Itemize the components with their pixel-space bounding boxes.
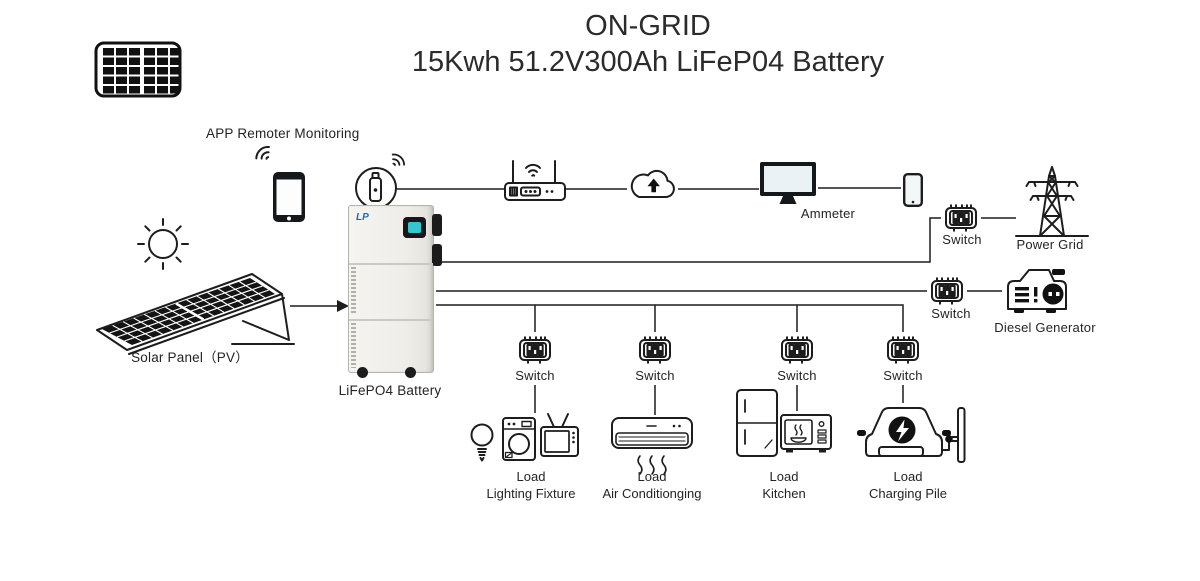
battery-label: LiFePO4 Battery [338, 383, 442, 398]
refrigerator-icon [736, 389, 778, 457]
switch-icon [781, 336, 813, 364]
switch-icon [639, 336, 671, 364]
load4-labels: Load Charging Pile [838, 468, 978, 502]
load3-labels: Load Kitchen [714, 468, 854, 502]
battery-module-seam [349, 263, 433, 265]
battery-vent [351, 267, 356, 315]
ammeter-label: Ammeter [800, 206, 856, 221]
battery-logo: LP [356, 212, 369, 223]
load4-name-label: Charging Pile [868, 486, 948, 501]
battery-wheel [357, 367, 368, 378]
diesel-generator-label: Diesel Generator [994, 320, 1096, 335]
load2-load-label: Load [637, 469, 667, 484]
washing-machine-icon [502, 417, 536, 461]
air-conditioner-icon [611, 417, 693, 475]
load3-name-label: Kitchen [762, 486, 806, 501]
load3-load-label: Load [769, 469, 799, 484]
switch-icon [519, 336, 551, 364]
load1-load-label: Load [516, 469, 546, 484]
load3-switch-label: Switch [777, 368, 817, 383]
battery-screen [403, 217, 426, 238]
load2-name-label: Air Conditionging [602, 486, 702, 501]
wire-load-drops [534, 385, 904, 415]
battery-tower: LP [348, 205, 442, 378]
tv-icon [540, 413, 579, 457]
switch-icon [887, 336, 919, 364]
battery-connector [432, 244, 442, 266]
load1-switch-label: Switch [515, 368, 555, 383]
load1-name-label: Lighting Fixture [486, 486, 576, 501]
battery-connector [432, 214, 442, 236]
wifi-waves-icon [255, 146, 270, 160]
diagram-title: ON-GRID 15Kwh 51.2V300Ah LiFeP04 Battery [248, 8, 1048, 80]
battery-screen-display [408, 222, 421, 233]
load2-labels: Load Air Conditionging [582, 468, 722, 502]
light-bulb-icon [470, 423, 494, 462]
wire-load-bus [436, 304, 904, 332]
ev-charging-icon [857, 407, 966, 463]
switch-icon [931, 277, 963, 305]
app-monitoring-label: APP Remoter Monitoring [206, 126, 360, 141]
grid-switch-label: Switch [942, 232, 982, 247]
wifi-dongle-icon [355, 167, 397, 209]
wire-grid-branch [436, 217, 1016, 263]
load4-load-label: Load [893, 469, 923, 484]
ammeter-monitor-icon [760, 162, 816, 204]
generator-switch-label: Switch [931, 306, 971, 321]
battery-module-seam [349, 319, 433, 321]
load1-labels: Load Lighting Fixture [461, 468, 601, 502]
battery-vent [351, 323, 356, 368]
wire-top-chain [395, 187, 901, 190]
cloud-upload-icon [630, 169, 675, 199]
microwave-icon [780, 414, 832, 453]
mobile-phone-icon [903, 173, 924, 208]
wifi-waves-icon [391, 153, 405, 166]
load2-switch-label: Switch [635, 368, 675, 383]
router-icon [504, 160, 566, 201]
title-line-2: 15Kwh 51.2V300Ah LiFeP04 Battery [411, 46, 885, 78]
pv-module-icon [94, 41, 182, 98]
sun-icon [137, 218, 189, 270]
load4-switch-label: Switch [883, 368, 923, 383]
power-grid-label: Power Grid [1016, 237, 1084, 252]
smartphone-icon [273, 172, 305, 222]
pv-arrow-head [337, 300, 349, 312]
switch-icon [945, 204, 977, 232]
diesel-generator-icon [1007, 269, 1067, 313]
solar-panel-icon [96, 273, 295, 355]
solar-panel-label: Solar Panel（PV） [131, 350, 249, 365]
battery-wheel [405, 367, 416, 378]
power-grid-tower-icon [1015, 166, 1089, 237]
title-line-1: ON-GRID [585, 10, 711, 42]
